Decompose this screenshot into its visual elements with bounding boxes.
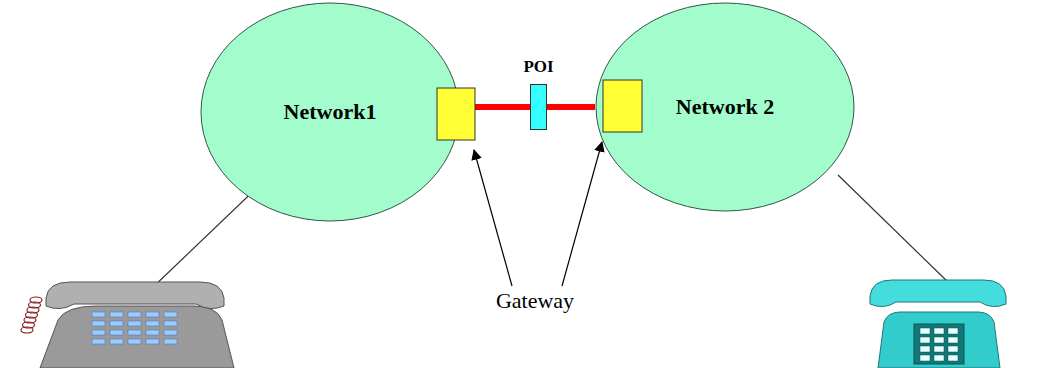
network-name: Network 2	[676, 94, 774, 120]
gateway-box	[603, 80, 642, 132]
pointer-arrow	[474, 150, 512, 286]
teal-telephone	[870, 280, 1006, 368]
gateway-box	[437, 88, 475, 140]
phone-line	[838, 175, 950, 284]
pointer-arrow	[562, 142, 602, 286]
network-name: Network1	[284, 99, 377, 125]
network-ellipse: Network1	[200, 2, 460, 222]
poi-box: POI	[530, 84, 547, 130]
interconnect-link	[460, 104, 530, 110]
network-ellipse: Network 2	[595, 2, 855, 212]
grey-telephone	[21, 282, 234, 368]
interconnect-link	[547, 104, 595, 110]
point-label: POI	[523, 57, 553, 77]
gateway-label: Gateway	[496, 288, 574, 314]
